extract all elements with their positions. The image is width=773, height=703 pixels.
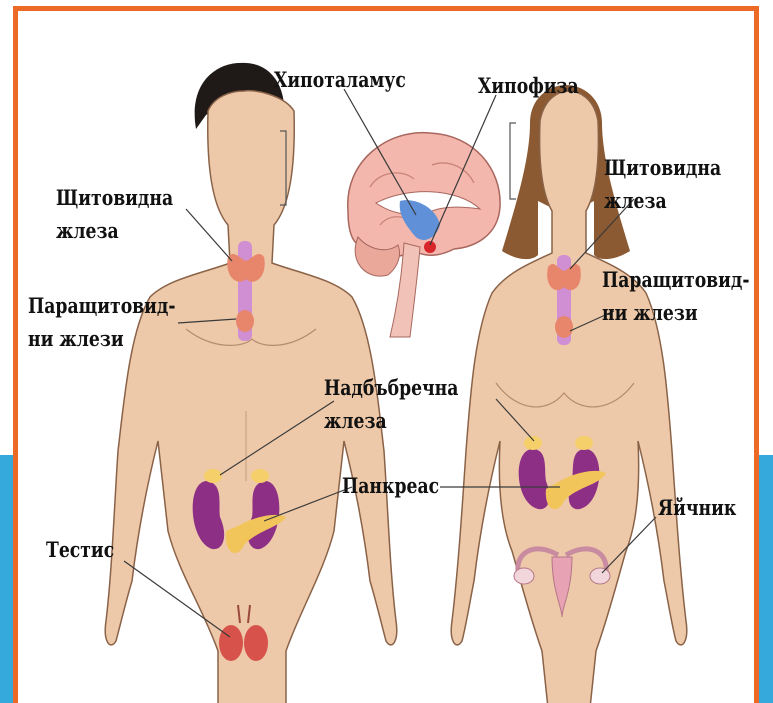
pituitary-gland	[424, 241, 436, 253]
label-thyroid-male-line-2: жлеза	[56, 214, 173, 247]
label-thyroid-female-line-2: жлеза	[604, 184, 721, 217]
label-thyroid-male: Щитовидна жлеза	[56, 181, 173, 247]
label-thyroid-male-line-1: Щитовидна	[56, 181, 173, 214]
brain-cross-section	[348, 133, 500, 337]
label-parathyroid-male: Паращитовид- ни жлези	[28, 289, 176, 355]
label-thyroid-female: Щитовидна жлеза	[604, 151, 721, 217]
label-thyroid-female-line-1: Щитовидна	[604, 151, 721, 184]
label-ovary: Яйчник	[658, 495, 736, 520]
label-parathyroid-female-line-1: Паращитовид-	[602, 263, 750, 296]
bracket-right	[510, 123, 516, 199]
label-parathyroid-female-line-2: ни жлези	[602, 296, 750, 329]
label-adrenal-line-1: Надбъбречна	[324, 371, 458, 404]
label-adrenal: Надбъбречна жлеза	[324, 371, 458, 437]
label-pituitary: Хипофиза	[478, 73, 579, 98]
endocrine-illustration	[18, 11, 759, 703]
diagram-frame: Хипоталамус Хипофиза Щитовидна жлеза Пар…	[13, 6, 759, 703]
label-testis: Тестис	[46, 537, 114, 562]
label-pancreas: Панкреас	[342, 473, 439, 498]
label-hypothalamus: Хипоталамус	[274, 67, 406, 92]
label-adrenal-line-2: жлеза	[324, 404, 458, 437]
label-parathyroid-female: Паращитовид- ни жлези	[602, 263, 750, 329]
label-parathyroid-male-line-2: ни жлези	[28, 322, 176, 355]
label-parathyroid-male-line-1: Паращитовид-	[28, 289, 176, 322]
